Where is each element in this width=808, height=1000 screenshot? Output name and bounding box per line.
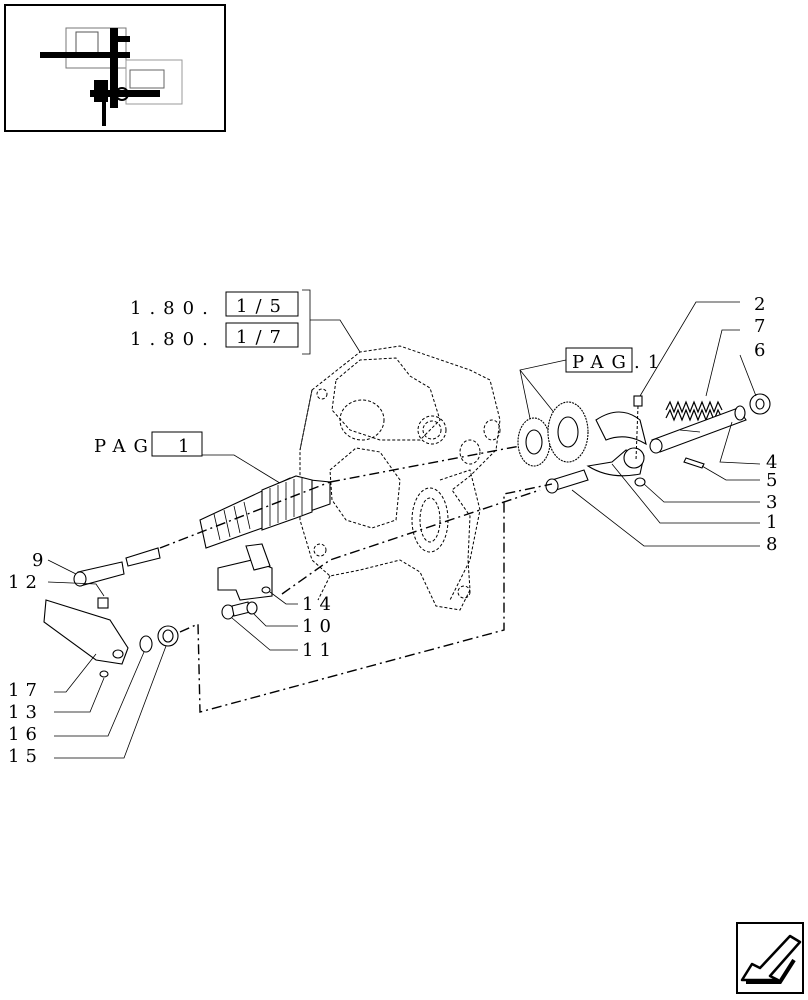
bolt-8 bbox=[545, 469, 589, 494]
leader-7 bbox=[705, 329, 740, 397]
label-12: 12 bbox=[8, 572, 43, 593]
label-10: 10 bbox=[302, 616, 337, 637]
label-17: 17 bbox=[8, 680, 43, 701]
ref-box-1-80-1-7[interactable]: 1.80. 1/7 bbox=[130, 322, 299, 350]
pag-top-suffix: .1 bbox=[634, 352, 667, 373]
shift-rod bbox=[649, 393, 771, 454]
pag-left-text: PAG. bbox=[94, 436, 169, 457]
label-2: 2 bbox=[754, 294, 771, 315]
leader-6 bbox=[739, 354, 757, 397]
axis-lever bbox=[179, 483, 553, 713]
pag-left-box: 1 bbox=[178, 436, 197, 457]
ref-b-box: 1/7 bbox=[236, 327, 289, 348]
spring bbox=[665, 400, 723, 422]
ref-b-prefix: 1.80. bbox=[130, 329, 216, 350]
ref-pag-left[interactable]: PAG. 1 bbox=[94, 431, 203, 457]
pag-top-box: PAG bbox=[572, 352, 634, 373]
label-1: 1 bbox=[766, 512, 783, 533]
gear-pair bbox=[517, 401, 589, 467]
ref-bracket bbox=[302, 289, 311, 355]
pin-5 bbox=[683, 457, 705, 469]
previous-page-arrow-icon bbox=[740, 934, 802, 984]
leader-8 bbox=[571, 489, 760, 547]
label-13: 13 bbox=[8, 702, 43, 723]
axis-gears bbox=[329, 445, 521, 483]
ref-a-prefix: 1.80. bbox=[130, 298, 216, 319]
assembly-thumbnail bbox=[4, 4, 226, 132]
leader-17 bbox=[54, 653, 97, 693]
pag-left-leader bbox=[202, 454, 289, 489]
label-7: 7 bbox=[754, 316, 771, 337]
ref-a-box: 1/5 bbox=[236, 296, 289, 317]
label-3: 3 bbox=[766, 492, 783, 513]
leader-5 bbox=[701, 465, 760, 481]
ref-box-1-80-1-5[interactable]: 1.80. 1/5 bbox=[130, 291, 299, 319]
pin-9 bbox=[73, 547, 161, 587]
lever-17 bbox=[43, 597, 129, 678]
label-16: 16 bbox=[8, 724, 43, 745]
leader-3 bbox=[643, 483, 760, 503]
leader-9 bbox=[47, 559, 77, 575]
leader-14 bbox=[269, 591, 298, 605]
leader-2 bbox=[639, 301, 740, 397]
label-14: 14 bbox=[302, 594, 337, 615]
assembly-thumbnail-icon bbox=[40, 27, 183, 126]
bracket-14 bbox=[217, 543, 273, 601]
splined-shaft bbox=[199, 475, 331, 549]
axis-bracket bbox=[281, 489, 541, 595]
washer-3 bbox=[634, 477, 646, 487]
leader-10 bbox=[253, 613, 298, 627]
bolt-2 bbox=[633, 395, 643, 461]
label-6: 6 bbox=[754, 340, 771, 361]
leader-13 bbox=[54, 677, 105, 713]
label-11: 11 bbox=[302, 640, 337, 661]
label-15: 15 bbox=[8, 746, 43, 767]
shift-fork bbox=[586, 411, 647, 477]
leader-15 bbox=[54, 645, 167, 759]
ref-leader bbox=[310, 319, 361, 353]
label-5: 5 bbox=[766, 470, 783, 491]
label-8: 8 bbox=[766, 534, 783, 555]
ref-pag-top[interactable]: PAG .1 bbox=[565, 347, 667, 373]
leader-11 bbox=[231, 617, 298, 651]
bolt-10 bbox=[221, 601, 258, 620]
leader-12 bbox=[47, 581, 105, 597]
label-4: 4 bbox=[766, 452, 783, 473]
leader-1 bbox=[611, 463, 760, 524]
bush-16 bbox=[139, 635, 153, 653]
label-9: 9 bbox=[32, 550, 49, 571]
leader-16 bbox=[54, 651, 145, 737]
gearbox-housing bbox=[299, 345, 501, 611]
leader-4 bbox=[719, 421, 761, 465]
previous-page-button[interactable] bbox=[736, 922, 804, 994]
